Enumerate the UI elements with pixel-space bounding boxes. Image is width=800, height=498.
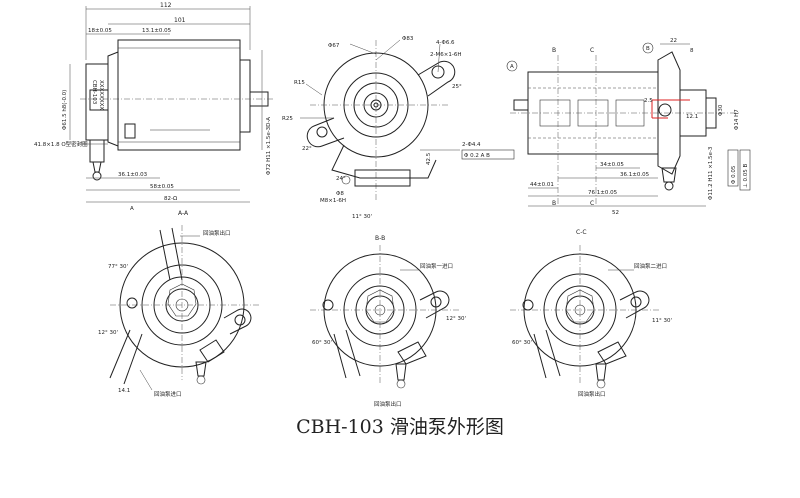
model-label: CBH-103 — [91, 80, 97, 105]
figure-caption: CBH-103 滑油泵外形图 — [296, 416, 504, 438]
dim-top: 22 — [670, 38, 677, 44]
dim-d4: 58±0.05 — [150, 184, 174, 190]
bb-ang-r: 12° 30' — [446, 316, 466, 322]
aa-ang-top: 77° 30' — [108, 264, 128, 270]
front-view: 112 101 18±0.05 13.1±0.05 CBH-103 XXXXXX… — [34, 2, 275, 212]
dim-d3: 36.1±0.03 — [118, 172, 148, 178]
section-b-top: B — [552, 47, 556, 54]
dim-hole: 4-Φ6.6 — [436, 40, 455, 46]
aa-ang-left: 12° 30' — [98, 330, 118, 336]
dim-d1: 18±0.05 — [88, 28, 112, 34]
dim-slot: M8×1-6H — [320, 198, 346, 204]
dim-ang11: 11° 30' — [352, 214, 372, 220]
dim-dia-right: Φ72 H11 ×1.5e-3D-A — [266, 117, 272, 175]
section-bb-title: B-B — [375, 235, 385, 242]
tol-2: ⊥ 0.05 B — [743, 163, 749, 188]
cc-ang-r: 11° 30' — [652, 318, 672, 324]
datum-a: A — [510, 64, 514, 70]
dim-dia30: Φ30 — [718, 104, 724, 116]
cc-ang-l: 60° 30' — [512, 340, 532, 346]
dim-ang25: 25° — [452, 84, 462, 90]
dim-ang22: 22° — [302, 146, 312, 152]
dim-overall-len: 112 — [160, 2, 172, 9]
dim-thread: 2-M6×1-6H — [430, 52, 461, 58]
dim-s6: 12.1 — [686, 114, 698, 120]
dim-dia-r: Φ11.2 H11 ×1.5e-3 — [708, 146, 714, 200]
dim-d-outer: Φ83 — [402, 36, 414, 42]
oring-note: 41.8×1.8 O型密封圈 — [34, 140, 88, 148]
cc-outlet: 回油泵出口 — [578, 390, 606, 398]
cc-inlet2: 回油泵二进口 — [634, 262, 667, 270]
dim-d8: Φ8 — [336, 191, 344, 197]
dim-dia14: Φ14 H7 — [734, 109, 740, 130]
aa-inlet: 回油泵进口 — [154, 390, 182, 398]
dim-s4: 76.1±0.05 — [588, 190, 618, 196]
bb-ang-l: 60° 30' — [312, 340, 332, 346]
pos-tolerance: Φ 0.2 A B — [464, 153, 490, 159]
datum-b: B — [646, 46, 650, 52]
section-cc: C-C 回油泵二进口 回油泵出口 11° 30' 60° 30' — [510, 229, 672, 398]
dim-s2: 36.1±0.05 — [620, 172, 650, 178]
dim-d-pcd: Φ67 — [328, 43, 340, 49]
bb-inlet1: 回油泵一进口 — [420, 262, 453, 270]
section-c-top: C — [590, 47, 594, 54]
dim-c425: 42.5 — [426, 152, 432, 165]
side-view: B C B C A B 22 8 34±0.05 36.1±0.05 44±0.… — [506, 38, 751, 216]
dim-d5: 82-Ω — [164, 196, 177, 202]
dim-s1: 34±0.05 — [600, 162, 624, 168]
tol-1: Φ 0.05 — [731, 165, 737, 184]
dim-top2: 8 — [690, 48, 694, 54]
dim-r15: R15 — [294, 80, 305, 86]
dim-body-len: 101 — [174, 17, 186, 24]
section-aa-title: A-A — [178, 210, 189, 217]
dim-r25: R25 — [282, 116, 293, 122]
section-cc-title: C-C — [576, 229, 587, 236]
dim-dia-left: Φ61.5 h8(-0.0) — [62, 90, 68, 130]
bb-outlet: 回油泵出口 — [374, 400, 402, 408]
dim-s5: 52 — [612, 210, 619, 216]
section-bb: B-B 回油泵一进口 回油泵出口 12° 30' 60° 30' — [310, 235, 466, 408]
section-b-bot: B — [552, 200, 556, 207]
aa-outlet: 回油泵出口 — [203, 229, 231, 237]
aa-dim: 14.1 — [118, 388, 130, 394]
section-c-bot: C — [590, 200, 594, 207]
dim-ang24: 24° — [336, 176, 346, 182]
section-mark-a: A — [130, 206, 134, 212]
dim-s7: 2.5 — [644, 98, 653, 104]
dim-s3: 44±0.01 — [530, 182, 554, 188]
section-aa: A-A 回油泵出口 回油泵进口 77° 30' 12° 30' 14.1 — [98, 210, 260, 398]
serial-label: XXXXXXXX — [98, 80, 104, 110]
dim-d2: 13.1±0.05 — [142, 28, 172, 34]
dim-pos: 2-Φ4.4 — [462, 142, 481, 148]
flange-view: Φ83 Φ67 4-Φ6.6 2-M6×1-6H R15 R25 25° 22°… — [282, 36, 515, 220]
